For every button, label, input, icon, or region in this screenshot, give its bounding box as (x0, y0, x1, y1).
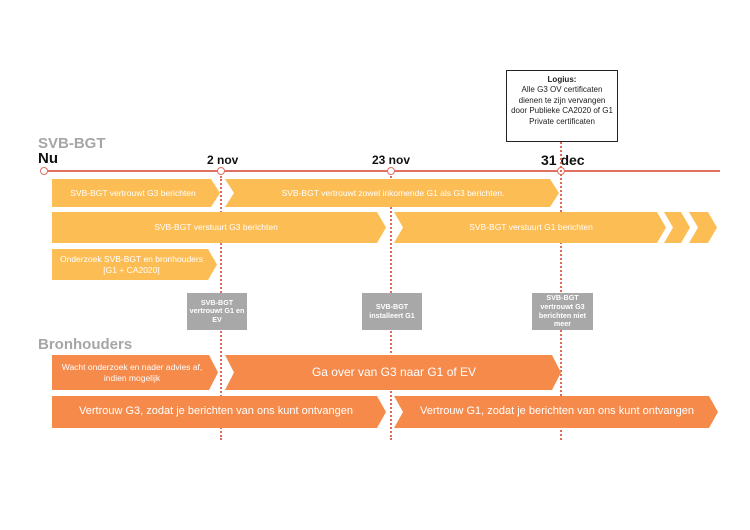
chevron-arrow-1 (664, 212, 690, 243)
timeline-marker-nu (40, 167, 48, 175)
bron-bar-trust-g3: Vertrouw G3, zodat je berichten van ons … (52, 396, 386, 428)
date-label-nu: Nu (38, 150, 58, 167)
vline-31dec (560, 142, 562, 440)
milestone-box-31dec: SVB-BGT vertrouwt G3 berichten niet meer (532, 293, 593, 330)
logius-note-body: Alle G3 OV certificaten dienen te zijn v… (511, 85, 613, 126)
bron-bar-trust-g1: Vertrouw G1, zodat je berichten van ons … (394, 396, 718, 428)
logius-note: Logius: Alle G3 OV certificaten dienen t… (506, 70, 618, 142)
date-label-31dec: 31 dec (541, 152, 585, 168)
svb-bar-send-g3: SVB-BGT verstuurt G3 berichten (52, 212, 386, 243)
section-title-bronhouders: Bronhouders (38, 336, 133, 353)
svb-bar-research: Onderzoek SVB-BGT en bronhouders [G1 + C… (52, 249, 217, 280)
timeline-line (44, 170, 720, 172)
svb-bar-trust-g1-g3: SVB-BGT vertrouwt zowel inkomende G1 als… (225, 179, 559, 207)
svb-bar-trust-g3: SVB-BGT vertrouwt G3 berichten (52, 179, 220, 207)
section-title-svb: SVB-BGT (38, 135, 106, 152)
milestone-box-2nov: SVB-BGT vertrouwt G1 en EV (187, 293, 247, 330)
svb-bar-send-g1: SVB-BGT verstuurt G1 berichten (394, 212, 666, 243)
date-label-23nov: 23 nov (372, 153, 411, 167)
logius-note-title: Logius: (547, 75, 577, 84)
chevron-arrow-2 (689, 212, 717, 243)
date-label-2nov: 2 nov (207, 153, 239, 167)
timeline-marker-23nov (387, 167, 395, 175)
timeline-marker-2nov (217, 167, 225, 175)
bron-bar-switch: Ga over van G3 naar G1 of EV (225, 355, 561, 390)
milestone-box-23nov: SVB-BGT installeert G1 (362, 293, 422, 330)
bron-bar-wait: Wacht onderzoek en nader advies af, indi… (52, 355, 218, 390)
